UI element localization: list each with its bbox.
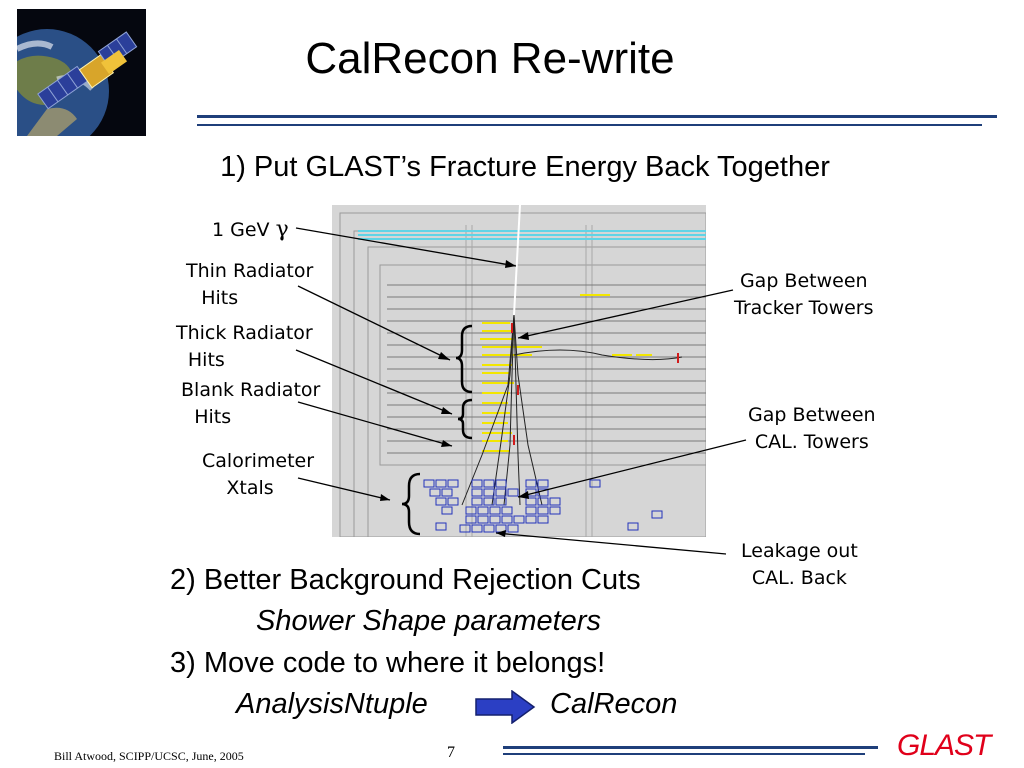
label-thin-line1: Thin Radiator: [186, 260, 314, 282]
slide-title-text: CalRecon Re-write: [305, 34, 675, 83]
label-gap-cal: Gap Between CAL. Towers: [748, 402, 876, 456]
label-gap-tracker: Gap Between Tracker Towers: [734, 268, 874, 322]
label-leak-line1: Leakage out: [741, 540, 858, 562]
footer-author: Bill Atwood, SCIPP/UCSC, June, 2005: [54, 749, 244, 763]
page-number: 7: [447, 744, 455, 761]
label-calorimeter: Calorimeter Xtals: [202, 448, 314, 502]
label-blank-radiator: Blank Radiator Hits: [181, 377, 320, 431]
point-3-to: CalRecon: [550, 688, 678, 720]
point-3: 3) Move code to where it belongs!: [170, 647, 606, 679]
label-1gev: 1 GeV γ: [212, 216, 289, 244]
title-rule-bottom: [197, 124, 982, 126]
glast-brand: GLAST: [897, 729, 991, 762]
label-thick-radiator: Thick Radiator Hits: [176, 320, 313, 374]
label-cal-line2: Xtals: [226, 477, 274, 499]
gamma-symbol: γ: [275, 217, 289, 242]
label-thin-radiator: Thin Radiator Hits: [186, 258, 313, 312]
label-gap-cal-line2: CAL. Towers: [754, 431, 869, 453]
label-blank-line2: Hits: [194, 406, 232, 428]
label-blank-line1: Blank Radiator: [181, 379, 321, 401]
label-thick-line1: Thick Radiator: [176, 322, 313, 344]
right-arrow-icon: [475, 690, 536, 724]
footer-rule-top: [503, 746, 878, 749]
point-3-from: AnalysisNtuple: [236, 688, 428, 720]
label-gap-tracker-line2: Tracker Towers: [734, 297, 874, 319]
point-2-sub: Shower Shape parameters: [256, 605, 601, 637]
footer-rule-bottom: [503, 753, 865, 755]
label-thin-line2: Hits: [201, 287, 239, 309]
point-1: 1) Put GLAST’s Fracture Energy Back Toge…: [220, 151, 830, 183]
slide-title: CalRecon Re-write: [0, 34, 980, 84]
label-leakage: Leakage out CAL. Back: [741, 538, 858, 592]
event-display: [332, 205, 706, 537]
label-leak-line2: CAL. Back: [751, 567, 847, 589]
satellite-earth-icon: [17, 9, 146, 136]
label-thick-line2: Hits: [187, 349, 225, 371]
point-2: 2) Better Background Rejection Cuts: [170, 564, 641, 596]
label-gap-tracker-line1: Gap Between: [739, 270, 868, 292]
label-1gev-text: 1 GeV: [212, 219, 270, 241]
label-gap-cal-line1: Gap Between: [748, 404, 876, 426]
title-rule-top: [197, 115, 997, 118]
label-cal-line1: Calorimeter: [202, 450, 315, 472]
